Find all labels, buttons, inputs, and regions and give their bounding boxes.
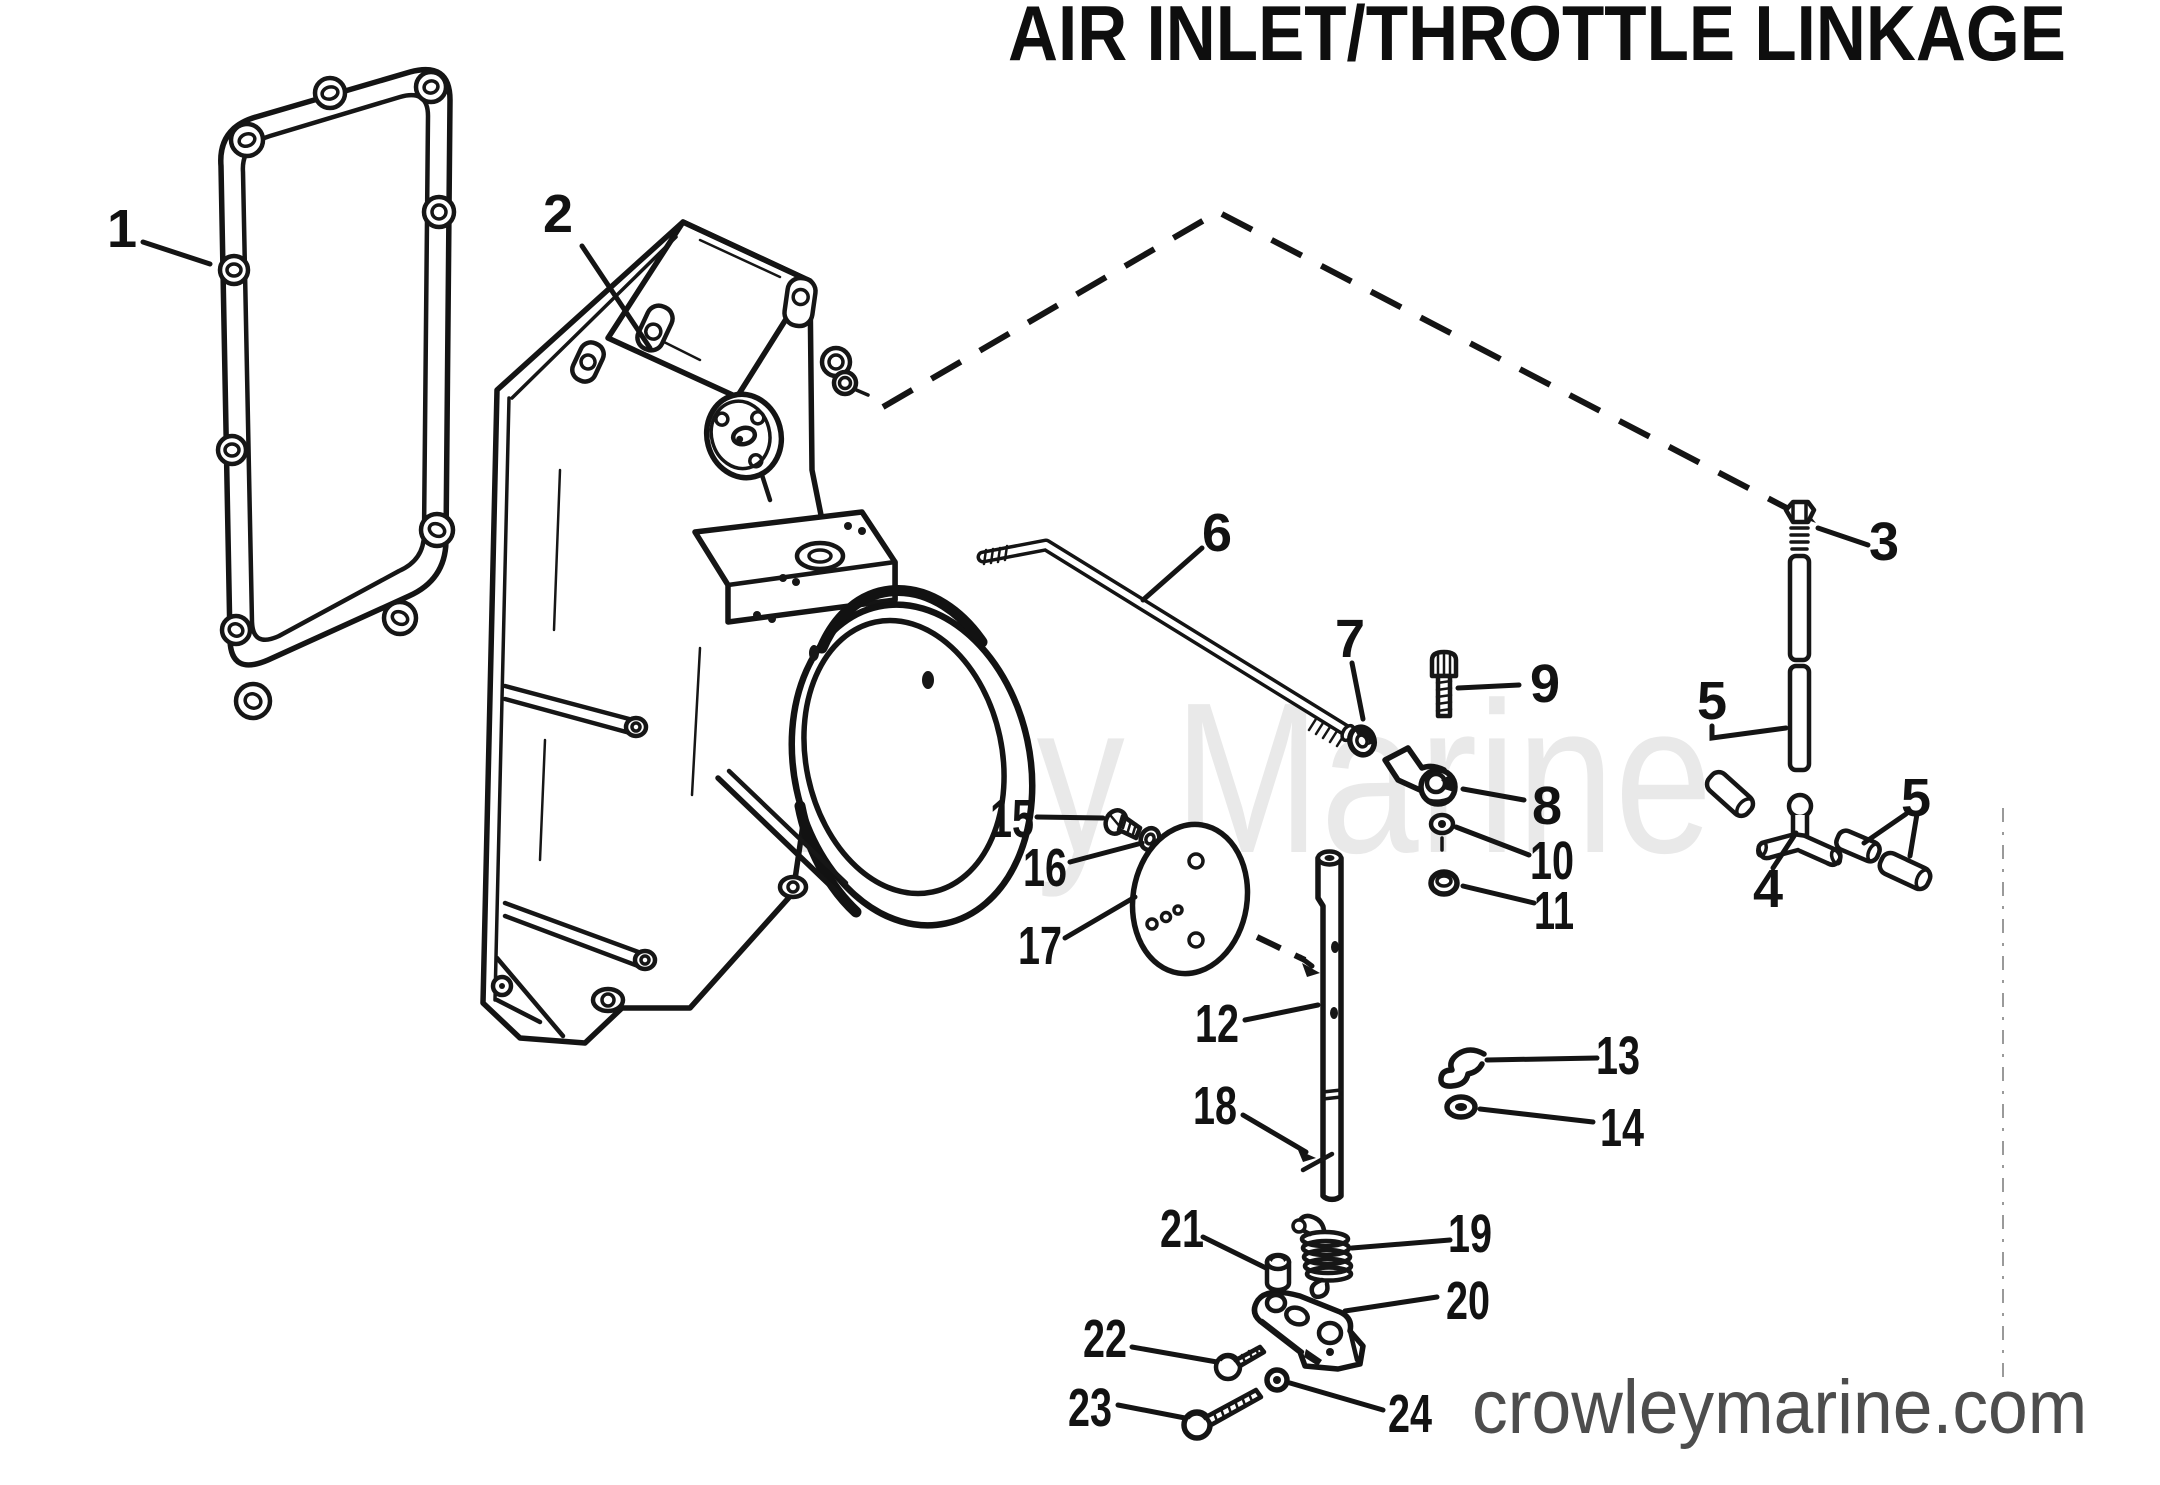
callout-22: 22 — [1083, 1309, 1127, 1369]
side-bracket — [502, 683, 649, 739]
hose-part-5-left — [1704, 769, 1756, 819]
callout-9: 9 — [1530, 654, 1560, 714]
screw-part-15 — [1103, 808, 1143, 841]
leader-lines — [140, 239, 1920, 1421]
rod-threads — [982, 544, 1346, 748]
bushing-part-21 — [1264, 1252, 1292, 1293]
callout-5-left: 5 — [1697, 671, 1727, 731]
callout-20: 20 — [1446, 1271, 1490, 1331]
side-bracket — [502, 900, 658, 972]
rod-end-part-8 — [1382, 745, 1458, 807]
throttle-plate-part-17 — [1129, 821, 1251, 977]
screw-part-23 — [1181, 1387, 1264, 1441]
callout-12: 12 — [1195, 994, 1239, 1054]
hose-part-5-right2 — [1877, 850, 1933, 892]
callout-11: 11 — [1534, 881, 1574, 941]
spring-part-19 — [1291, 1213, 1354, 1300]
throttle-shaft-pad — [692, 509, 898, 625]
gasket-bolt-holes — [215, 69, 457, 721]
hose-part-5-right — [1834, 828, 1882, 864]
bottom-foot — [490, 874, 809, 1039]
air-inlet-bore — [788, 585, 1036, 929]
callout-4: 4 — [1753, 859, 1783, 919]
callout-6: 6 — [1202, 503, 1232, 563]
link-fitting-part-3 — [1783, 499, 1817, 551]
air-inlet-housing-part-2 — [480, 219, 1036, 1046]
callout-13: 13 — [1596, 1026, 1640, 1086]
callout-5-right: 5 — [1901, 768, 1931, 828]
gasket-part-1 — [215, 66, 457, 721]
callout-2: 2 — [543, 184, 573, 244]
nut-part-11 — [1428, 869, 1460, 897]
callout-15: 15 — [990, 789, 1034, 849]
circular-pad — [703, 391, 785, 481]
washer-part-14 — [1444, 1094, 1478, 1120]
callout-7: 7 — [1335, 609, 1365, 669]
corner-boss — [819, 345, 870, 397]
clip-part-13 — [1438, 1047, 1487, 1089]
callout-24: 24 — [1388, 1384, 1432, 1444]
clamp-block-part-20 — [1251, 1289, 1366, 1372]
callout-14: 14 — [1600, 1098, 1644, 1158]
mounting-ear — [570, 340, 606, 384]
callout-17: 17 — [1018, 916, 1062, 976]
callout-8: 8 — [1532, 776, 1562, 836]
washer-part-24 — [1264, 1367, 1290, 1393]
callout-21: 21 — [1160, 1199, 1204, 1259]
tee-fitting-part-4 — [1755, 792, 1843, 867]
callout-10: 10 — [1530, 831, 1574, 891]
mounting-ear — [782, 275, 818, 329]
screw-part-22 — [1213, 1344, 1267, 1382]
callout-labels: 1 2 3 4 5 5 6 7 8 9 10 11 12 13 14 15 16… — [107, 184, 1931, 1444]
callout-16: 16 — [1023, 838, 1067, 898]
screw-part-9 — [1429, 649, 1459, 719]
throttle-rod-part-6 — [976, 538, 1356, 748]
callout-1: 1 — [107, 199, 137, 259]
nut-part-10 — [1428, 812, 1456, 852]
callout-18: 18 — [1193, 1076, 1237, 1136]
callout-3: 3 — [1869, 512, 1899, 572]
diagram-title: AIR INLET/THROTTLE LINKAGE — [1008, 0, 2066, 77]
throttle-shaft-part-12 — [1300, 849, 1344, 1203]
website-text: crowleymarine.com — [1472, 1364, 2087, 1450]
link-rod — [1787, 553, 1812, 773]
callout-19: 19 — [1448, 1204, 1492, 1264]
pin-part-18 — [1300, 1151, 1335, 1173]
washer-part-7 — [1346, 724, 1378, 758]
callout-23: 23 — [1068, 1378, 1112, 1438]
